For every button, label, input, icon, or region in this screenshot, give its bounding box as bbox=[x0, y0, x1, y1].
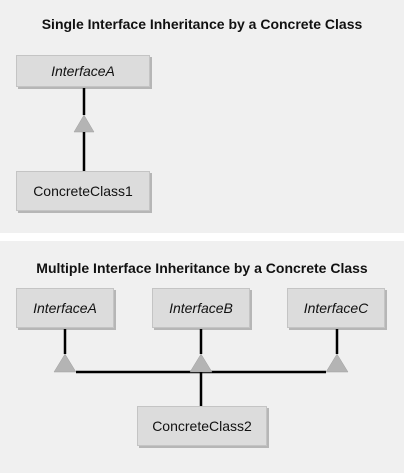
concrete-class-2-box: ConcreteClass2 bbox=[137, 406, 267, 446]
interface-b-box: InterfaceB bbox=[152, 288, 250, 328]
interface-a-box: InterfaceA bbox=[16, 55, 150, 87]
interface-a-box: InterfaceA bbox=[16, 288, 114, 328]
concrete-class-1-box: ConcreteClass1 bbox=[16, 171, 150, 211]
single-inheritance-panel: Single Interface Inheritance by a Concre… bbox=[0, 0, 404, 233]
single-inheritance-title: Single Interface Inheritance by a Concre… bbox=[41, 16, 363, 32]
interface-c-box: InterfaceC bbox=[287, 288, 385, 328]
multiple-inheritance-panel: Multiple Interface Inheritance by a Conc… bbox=[0, 241, 404, 473]
multiple-inheritance-title: Multiple Interface Inheritance by a Conc… bbox=[36, 260, 368, 276]
